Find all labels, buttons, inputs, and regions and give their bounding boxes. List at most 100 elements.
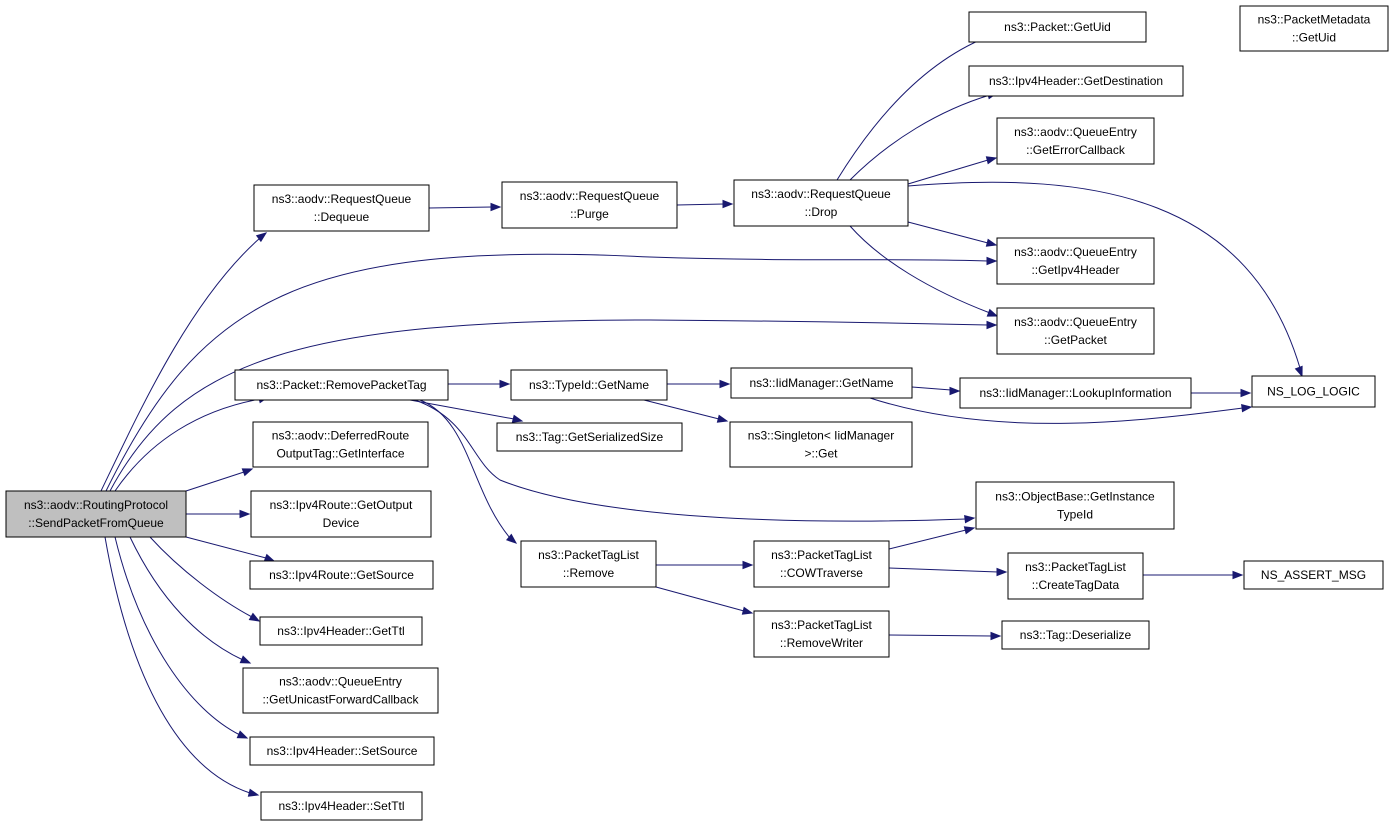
node-route-getsource[interactable]: ns3::Ipv4Route::GetSource	[249, 560, 434, 590]
call-edge	[836, 33, 997, 181]
arrowhead	[963, 526, 976, 535]
node-ptl-removewriter[interactable]: ns3::PacketTagList::RemoveWriter	[753, 610, 890, 658]
node-box	[501, 181, 678, 229]
node-label: ns3::PacketTagList	[771, 618, 872, 632]
node-pkt-removetag[interactable]: ns3::Packet::RemovePacketTag	[234, 369, 449, 401]
node-ipv4h-setttl[interactable]: ns3::Ipv4Header::SetTtl	[260, 791, 423, 821]
call-edge	[907, 181, 1303, 378]
node-iid-getname[interactable]: ns3::IidManager::GetName	[730, 367, 913, 399]
arrowhead	[248, 612, 261, 622]
arrowhead	[1232, 570, 1244, 580]
node-label: ns3::aodv::DeferredRoute	[272, 429, 410, 443]
node-box	[996, 307, 1155, 355]
arrowhead	[505, 533, 518, 544]
call-edge	[907, 221, 998, 247]
node-drot-getif[interactable]: ns3::aodv::DeferredRouteOutputTag::GetIn…	[252, 421, 429, 468]
edge-line	[639, 398, 720, 420]
node-root[interactable]: ns3::aodv::RoutingProtocol::SendPacketFr…	[5, 490, 187, 538]
node-ptl-cow[interactable]: ns3::PacketTagList::COWTraverse	[753, 540, 890, 588]
node-label: ns3::Ipv4Header::SetSource	[267, 744, 418, 758]
node-label: ::GetIpv4Header	[1031, 263, 1119, 277]
node-label: ::GetUid	[1292, 31, 1336, 45]
node-ipv4h-getdest[interactable]: ns3::Ipv4Header::GetDestination	[968, 65, 1184, 97]
arrowhead	[990, 631, 1002, 641]
node-box	[242, 667, 439, 714]
node-box	[252, 421, 429, 468]
node-label: NS_LOG_LOGIC	[1267, 385, 1360, 399]
node-label: ::CreateTagData	[1032, 578, 1120, 592]
node-box	[1007, 552, 1144, 600]
call-edge	[676, 199, 734, 209]
node-ipv4h-getttl[interactable]: ns3::Ipv4Header::GetTtl	[259, 616, 423, 646]
node-tag-getsersize[interactable]: ns3::Tag::GetSerializedSize	[496, 422, 683, 452]
node-qe-geterrcb[interactable]: ns3::aodv::QueueEntry::GetErrorCallback	[996, 117, 1155, 165]
node-label: ns3::Singleton< IidManager	[748, 429, 894, 443]
node-box	[496, 422, 683, 452]
call-edge	[419, 399, 518, 544]
node-label: ns3::PacketTagList	[771, 548, 872, 562]
node-label: ns3::aodv::QueueEntry	[1014, 245, 1137, 259]
node-label: ns3::Tag::Deserialize	[1020, 628, 1132, 642]
node-iid-lookup[interactable]: ns3::IidManager::LookupInformation	[959, 377, 1192, 409]
node-label: ::SendPacketFromQueue	[28, 516, 164, 530]
call-edge	[149, 536, 261, 622]
node-label: OutputTag::GetInterface	[276, 447, 404, 461]
call-edge	[448, 379, 511, 389]
node-ptl-createtag[interactable]: ns3::PacketTagList::CreateTagData	[1007, 552, 1144, 600]
node-ipv4h-setsource[interactable]: ns3::Ipv4Header::SetSource	[249, 736, 435, 766]
node-pm-getuid[interactable]: ns3::PacketMetadata::GetUid	[1239, 5, 1389, 52]
node-label: ns3::IidManager::LookupInformation	[979, 386, 1171, 400]
node-label: ::GetUnicastForwardCallback	[262, 693, 419, 707]
node-qe-getucfcb[interactable]: ns3::aodv::QueueEntry::GetUnicastForward…	[242, 667, 439, 714]
edge-line	[114, 536, 241, 736]
edge-line	[428, 206, 493, 209]
node-rq-dequeue[interactable]: ns3::aodv::RequestQueue::Dequeue	[253, 184, 430, 232]
call-edge	[907, 156, 998, 185]
node-ns-assert-msg[interactable]: NS_ASSERT_MSG	[1243, 560, 1384, 590]
node-qe-getpacket[interactable]: ns3::aodv::QueueEntry::GetPacket	[996, 307, 1155, 355]
call-edge	[109, 319, 998, 492]
edge-line	[907, 221, 989, 244]
edge-line	[655, 586, 745, 612]
edge-line	[109, 319, 989, 492]
node-pkt-getuid[interactable]: ns3::Packet::GetUid	[968, 11, 1147, 43]
call-edge	[639, 398, 729, 423]
node-label: Device	[323, 516, 360, 530]
node-box	[520, 540, 657, 588]
call-edge	[129, 536, 252, 664]
node-label: ns3::aodv::RequestQueue	[520, 189, 660, 203]
edge-line	[414, 399, 967, 522]
node-label: ::GetPacket	[1044, 333, 1107, 347]
node-label: ns3::aodv::QueueEntry	[279, 675, 402, 689]
node-tag-deserialize[interactable]: ns3::Tag::Deserialize	[1001, 620, 1150, 650]
node-box	[1239, 5, 1389, 52]
edge-line	[836, 36, 988, 181]
node-rq-drop[interactable]: ns3::aodv::RequestQueue::Drop	[733, 179, 909, 227]
node-singleton-get[interactable]: ns3::Singleton< IidManager>::Get	[729, 421, 913, 468]
arrowhead	[722, 199, 734, 209]
node-ptl-remove[interactable]: ns3::PacketTagList::Remove	[520, 540, 657, 588]
node-box	[975, 481, 1175, 530]
node-qe-getipv4h[interactable]: ns3::aodv::QueueEntry::GetIpv4Header	[996, 237, 1155, 285]
node-box	[730, 367, 913, 399]
call-edge	[104, 536, 260, 797]
node-typeid-getname[interactable]: ns3::TypeId::GetName	[510, 369, 668, 401]
node-label: ns3::PacketMetadata	[1258, 13, 1371, 27]
call-edge	[428, 202, 502, 212]
call-edge	[849, 91, 999, 181]
node-box	[5, 490, 187, 538]
node-label: ::GetErrorCallback	[1026, 143, 1126, 157]
arrowhead	[996, 567, 1008, 577]
node-label: ns3::aodv::RequestQueue	[751, 187, 891, 201]
node-box	[249, 736, 435, 766]
edges	[100, 33, 1303, 797]
node-ns-log-logic[interactable]: NS_LOG_LOGIC	[1251, 375, 1376, 408]
call-edge	[869, 397, 1253, 424]
call-edge	[1143, 570, 1244, 580]
node-label: ns3::TypeId::GetName	[529, 378, 649, 392]
node-rq-purge[interactable]: ns3::aodv::RequestQueue::Purge	[501, 181, 678, 229]
node-box	[250, 490, 432, 538]
arrowhead	[247, 788, 260, 797]
